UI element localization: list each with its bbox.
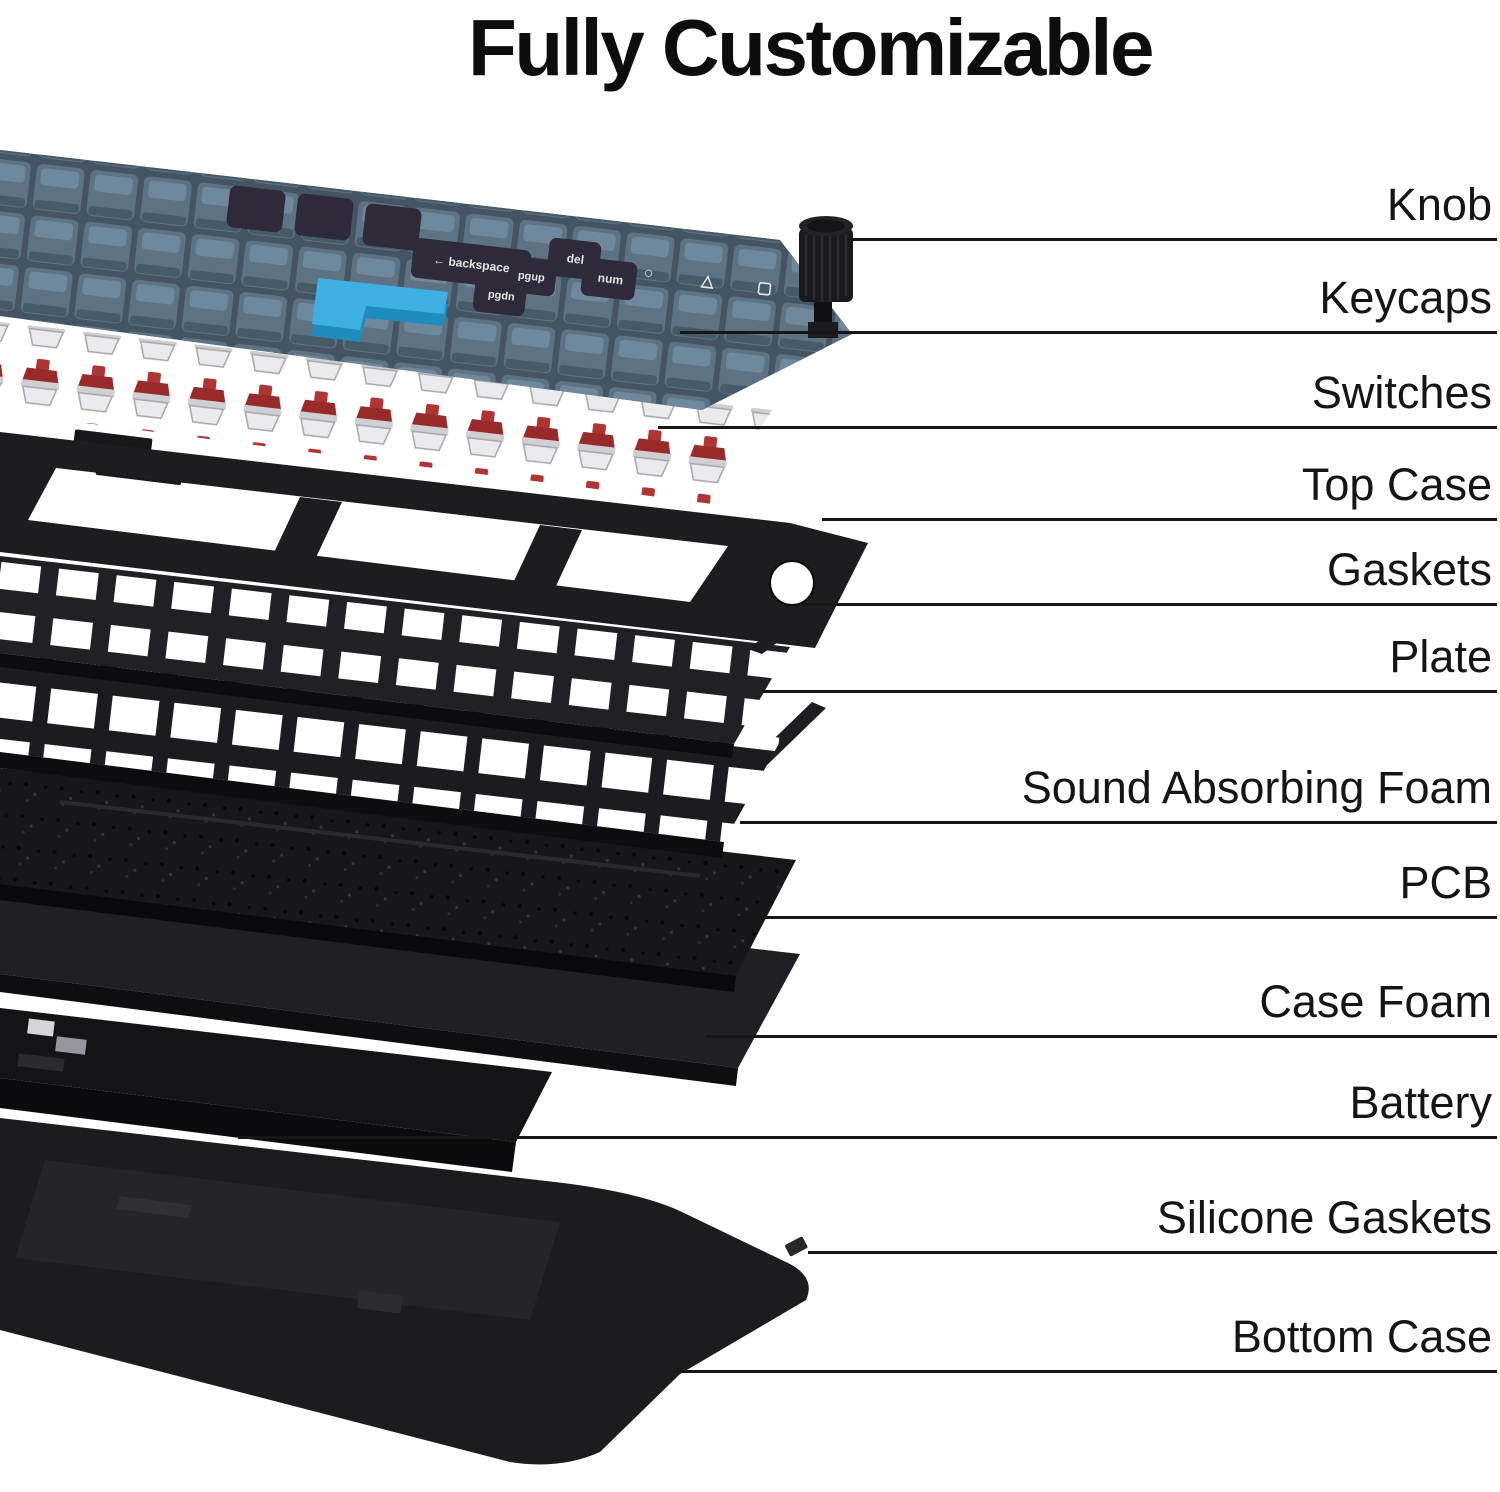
leader-line-top-case bbox=[822, 518, 1497, 521]
leader-line-bottom-case bbox=[680, 1370, 1497, 1373]
sound-absorbing-foam-layer bbox=[0, 648, 782, 858]
plate-layer bbox=[0, 556, 790, 758]
leader-line-sound-absorbing-foam bbox=[740, 821, 1497, 824]
part-label-bottom-case: Bottom Case bbox=[1231, 1311, 1492, 1362]
part-label-pcb: PCB bbox=[1399, 857, 1492, 908]
del-key-legend: del bbox=[566, 251, 585, 267]
battery-layer bbox=[0, 1008, 552, 1172]
page-title: Fully Customizable bbox=[468, 3, 1154, 92]
part-label-silicone-gaskets: Silicone Gaskets bbox=[1156, 1192, 1492, 1243]
silicone-gasket-piece bbox=[785, 1236, 808, 1257]
part-label-keycaps: Keycaps bbox=[1319, 272, 1492, 323]
dark-keycaps bbox=[226, 185, 638, 317]
square-key-icon: ▢ bbox=[756, 279, 773, 298]
leader-line-gaskets bbox=[800, 603, 1497, 606]
leader-line-silicone-gaskets bbox=[808, 1251, 1497, 1254]
leader-line-battery bbox=[238, 1136, 1497, 1139]
accent-keycap bbox=[312, 278, 448, 342]
pgdn-key-legend: pgdn bbox=[487, 289, 515, 304]
switches-layer bbox=[0, 322, 772, 504]
part-label-battery: Battery bbox=[1349, 1077, 1492, 1128]
keycaps-layer: ← backspace del pgup pgdn num ○ △ ▢ bbox=[0, 150, 852, 410]
part-label-sound-absorbing-foam: Sound Absorbing Foam bbox=[1021, 762, 1492, 813]
bottom-case-layer bbox=[0, 1118, 809, 1465]
pgup-key-legend: pgup bbox=[517, 270, 545, 285]
triangle-key-icon: △ bbox=[699, 272, 715, 290]
part-label-top-case: Top Case bbox=[1301, 459, 1492, 510]
part-label-case-foam: Case Foam bbox=[1259, 976, 1492, 1027]
circle-key-icon: ○ bbox=[643, 265, 655, 283]
leader-line-pcb bbox=[737, 916, 1497, 919]
leader-line-switches bbox=[658, 426, 1497, 429]
top-case-layer bbox=[0, 432, 868, 648]
part-label-plate: Plate bbox=[1389, 631, 1492, 682]
leader-line-keycaps bbox=[680, 331, 1497, 334]
leader-line-case-foam bbox=[706, 1035, 1497, 1038]
battery-connector bbox=[27, 1018, 55, 1037]
pcb-layer bbox=[0, 768, 796, 992]
leader-line-plate bbox=[763, 690, 1497, 693]
knob-illustration bbox=[799, 216, 853, 338]
part-label-knob: Knob bbox=[1386, 179, 1492, 230]
num-key-legend: num bbox=[597, 271, 624, 288]
part-label-switches: Switches bbox=[1311, 367, 1492, 418]
leader-line-knob bbox=[850, 238, 1497, 241]
part-label-gaskets: Gaskets bbox=[1326, 544, 1492, 595]
knob-hole bbox=[769, 560, 815, 606]
